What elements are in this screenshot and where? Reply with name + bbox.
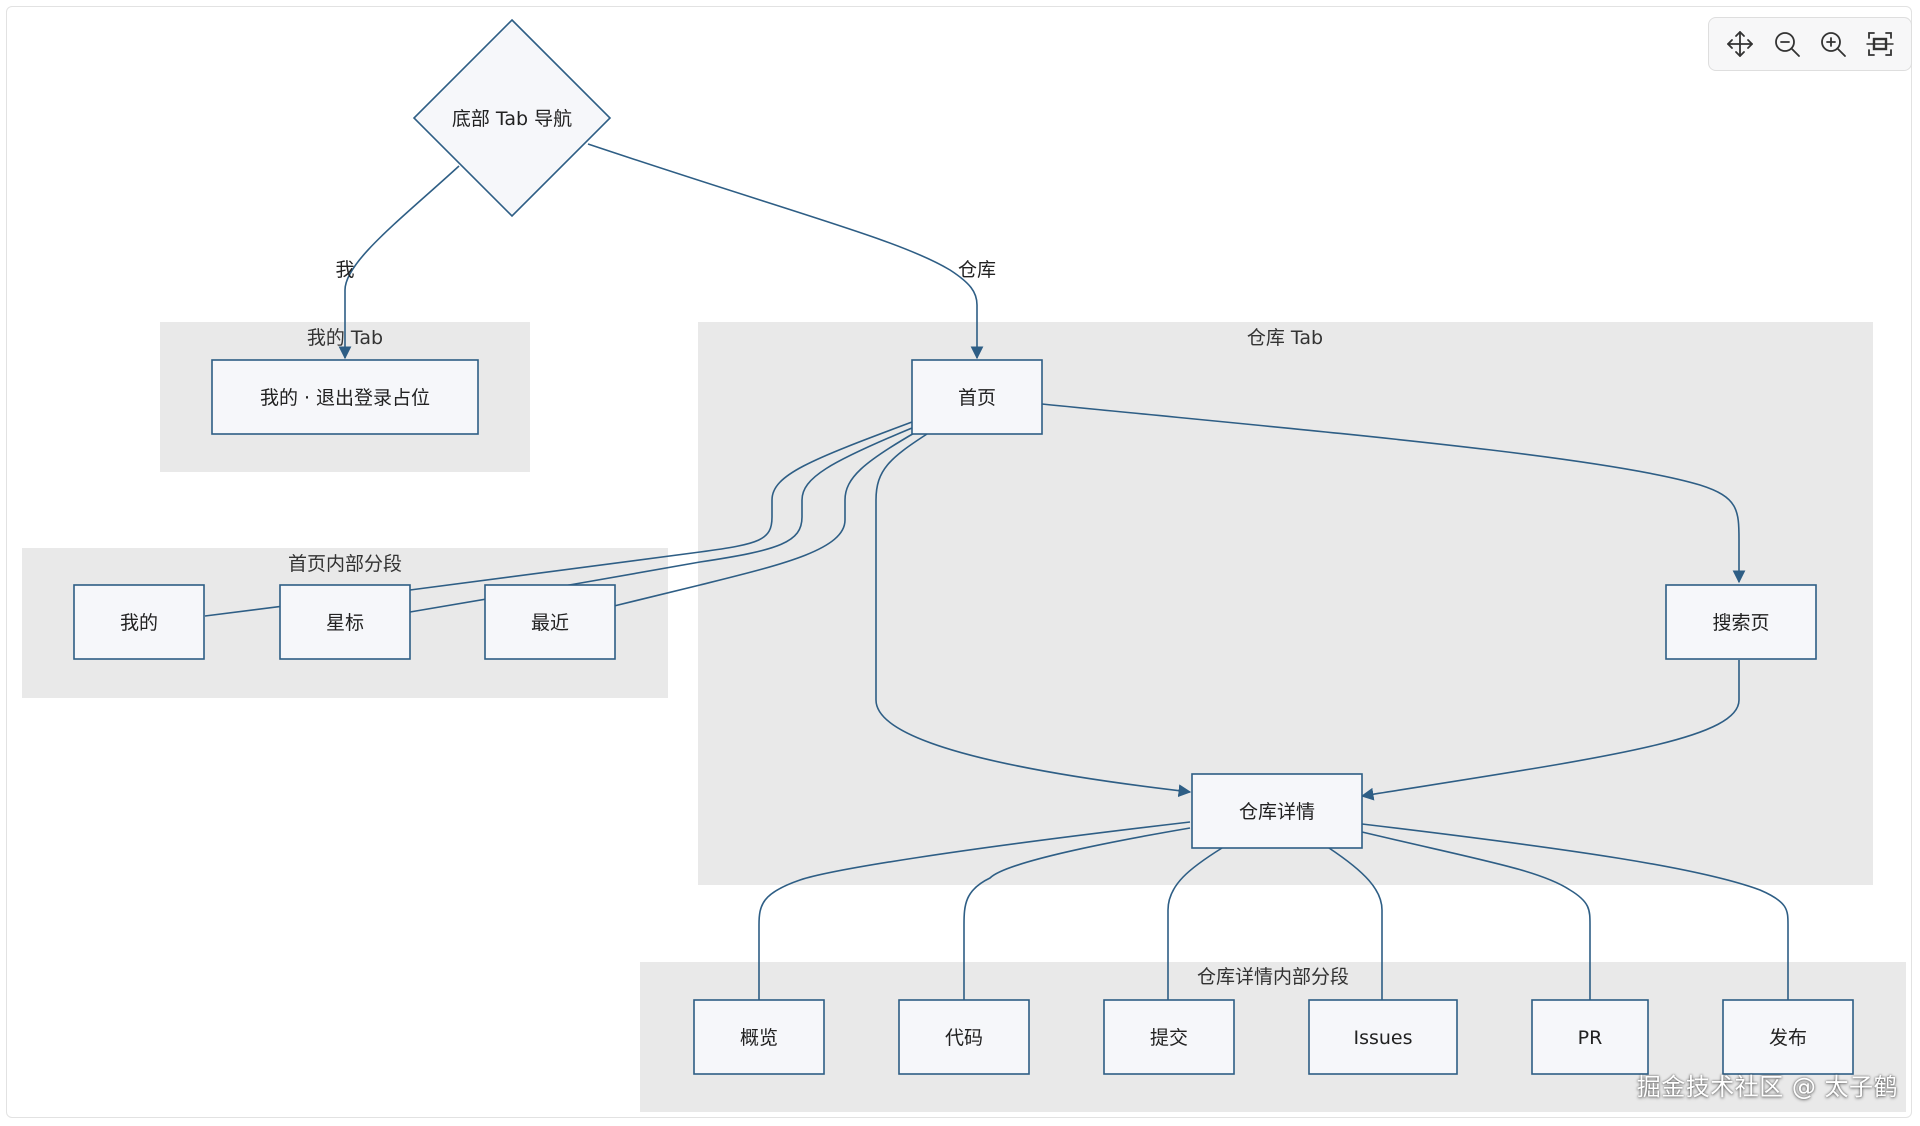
node-commit[interactable]	[1103, 999, 1235, 1075]
edge-label-repo: 仓库	[958, 259, 996, 281]
diagram-toolbar	[1708, 17, 1912, 71]
edge-nav-to-home	[587, 143, 984, 360]
node-star[interactable]	[279, 584, 411, 660]
edge-detail-to-code	[963, 827, 1191, 1000]
edge-home-to-recent	[613, 431, 917, 607]
edge-detail-to-overview	[758, 821, 1191, 1000]
node-search[interactable]	[1665, 584, 1817, 660]
edge-home-to-search	[1041, 403, 1746, 584]
node-repo-detail[interactable]	[1191, 773, 1363, 849]
zoom-out-icon[interactable]	[1768, 25, 1806, 63]
node-home[interactable]	[911, 359, 1043, 435]
edge-label-me: 我	[335, 259, 354, 281]
node-commit-label: 提交	[1150, 1027, 1188, 1049]
decision-bottom-tab-nav[interactable]: 底部 Tab 导航	[412, 18, 612, 218]
edge-home-to-mine	[204, 421, 913, 617]
node-me-logout-label: 我的 · 退出登录占位	[260, 387, 430, 409]
edge-detail-to-release	[1361, 823, 1789, 1000]
edge-home-to-star	[409, 427, 913, 613]
node-overview-label: 概览	[740, 1027, 778, 1049]
node-home-label: 首页	[958, 387, 996, 409]
node-code[interactable]	[898, 999, 1030, 1075]
node-code-label: 代码	[945, 1027, 983, 1049]
decision-label: 底部 Tab 导航	[452, 108, 572, 130]
node-overview[interactable]	[693, 999, 825, 1075]
node-mine-label: 我的	[120, 612, 158, 634]
group-detail-segments-label: 仓库详情内部分段	[1197, 966, 1349, 988]
node-issues[interactable]	[1308, 999, 1458, 1075]
node-pr[interactable]	[1531, 999, 1649, 1075]
edge-detail-to-commit	[1167, 847, 1223, 1000]
group-home-segments-label: 首页内部分段	[288, 553, 402, 575]
edge-search-to-detail	[1360, 660, 1740, 801]
node-me-logout[interactable]	[211, 359, 479, 435]
group-repo-tab-label: 仓库 Tab	[1247, 327, 1323, 349]
edges	[204, 143, 1789, 1000]
zoom-in-icon[interactable]	[1814, 25, 1852, 63]
node-issues-label: Issues	[1353, 1027, 1412, 1049]
move-icon[interactable]	[1721, 25, 1759, 63]
node-recent[interactable]	[484, 584, 616, 660]
node-pr-label: PR	[1578, 1027, 1603, 1049]
group-detail-segments: 仓库详情内部分段	[640, 962, 1906, 1112]
fit-screen-icon[interactable]	[1861, 25, 1899, 63]
edge-detail-to-issues	[1328, 847, 1383, 1000]
edge-nav-to-me	[338, 165, 460, 360]
node-search-label: 搜索页	[1712, 612, 1769, 634]
watermark: 掘金技术社区 @ 太子鹤	[1636, 1073, 1898, 1101]
node-release[interactable]	[1722, 999, 1854, 1075]
edge-detail-to-pr	[1361, 831, 1591, 1000]
node-repo-detail-label: 仓库详情	[1239, 801, 1315, 823]
node-recent-label: 最近	[531, 612, 569, 634]
node-star-label: 星标	[326, 612, 364, 634]
node-release-label: 发布	[1769, 1027, 1807, 1049]
node-mine[interactable]	[73, 584, 205, 660]
edge-home-to-detail	[875, 433, 1192, 798]
